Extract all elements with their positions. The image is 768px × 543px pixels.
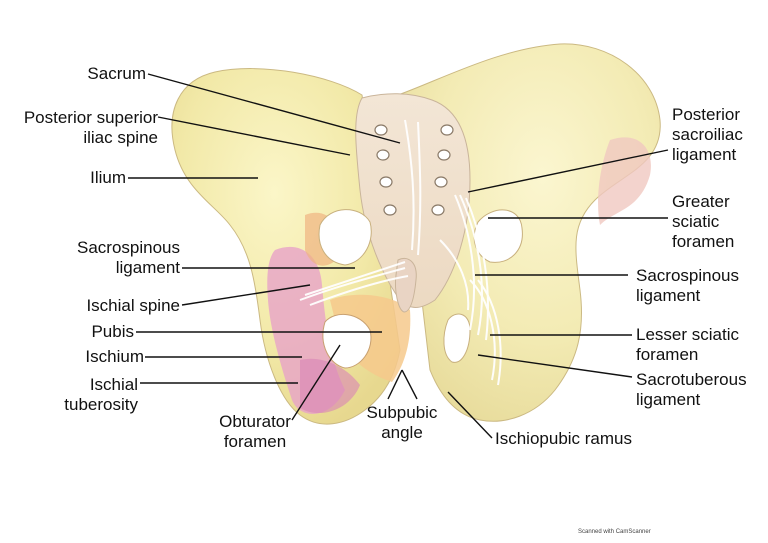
obturator-foramen-hole: [322, 314, 372, 369]
label-ilium: Ilium: [90, 168, 126, 187]
label-subpubic-angle: Subpubic angle: [366, 403, 438, 442]
coccyx: [395, 257, 417, 313]
label-posterior-superior-iliac-spine: Posterior superior iliac spine: [23, 108, 158, 147]
left-greater-sciatic-foramen: [318, 209, 372, 266]
ligament-fibers: [299, 119, 502, 386]
sacral-foramina: [374, 124, 454, 216]
label-ischial-spine: Ischial spine: [86, 296, 180, 315]
label-obturator-foramen: Obturator foramen: [219, 412, 291, 451]
label-greater-sciatic-foramen: Greater sciatic foramen: [672, 192, 735, 251]
label-sacrum: Sacrum: [87, 64, 146, 83]
label-ischium: Ischium: [85, 347, 144, 366]
label-sacrospinous-ligament-left: Sacrospinous ligament: [76, 238, 180, 277]
watermark: Scanned with CamScanner: [578, 529, 651, 535]
label-lesser-sciatic-foramen: Lesser sciatic foramen: [636, 325, 739, 364]
label-posterior-sacroiliac-ligament: Posterior sacroiliac ligament: [672, 105, 743, 164]
label-sacrospinous-ligament-right: Sacrospinous ligament: [636, 266, 740, 305]
label-sacrotuberous-ligament: Sacrotuberous ligament: [636, 370, 747, 409]
leader-lines: [128, 73, 669, 439]
right-iliac-pink-shading: [598, 137, 651, 225]
right-greater-sciatic-foramen: [473, 209, 523, 263]
label-ischial-tuberosity: Ischial tuberosity: [64, 375, 138, 414]
label-pubis: Pubis: [91, 322, 134, 341]
right-lesser-sciatic-foramen: [443, 313, 471, 363]
label-ischiopubic-ramus: Ischiopubic ramus: [495, 429, 633, 448]
ischial-tuberosity-shade: [300, 358, 360, 414]
